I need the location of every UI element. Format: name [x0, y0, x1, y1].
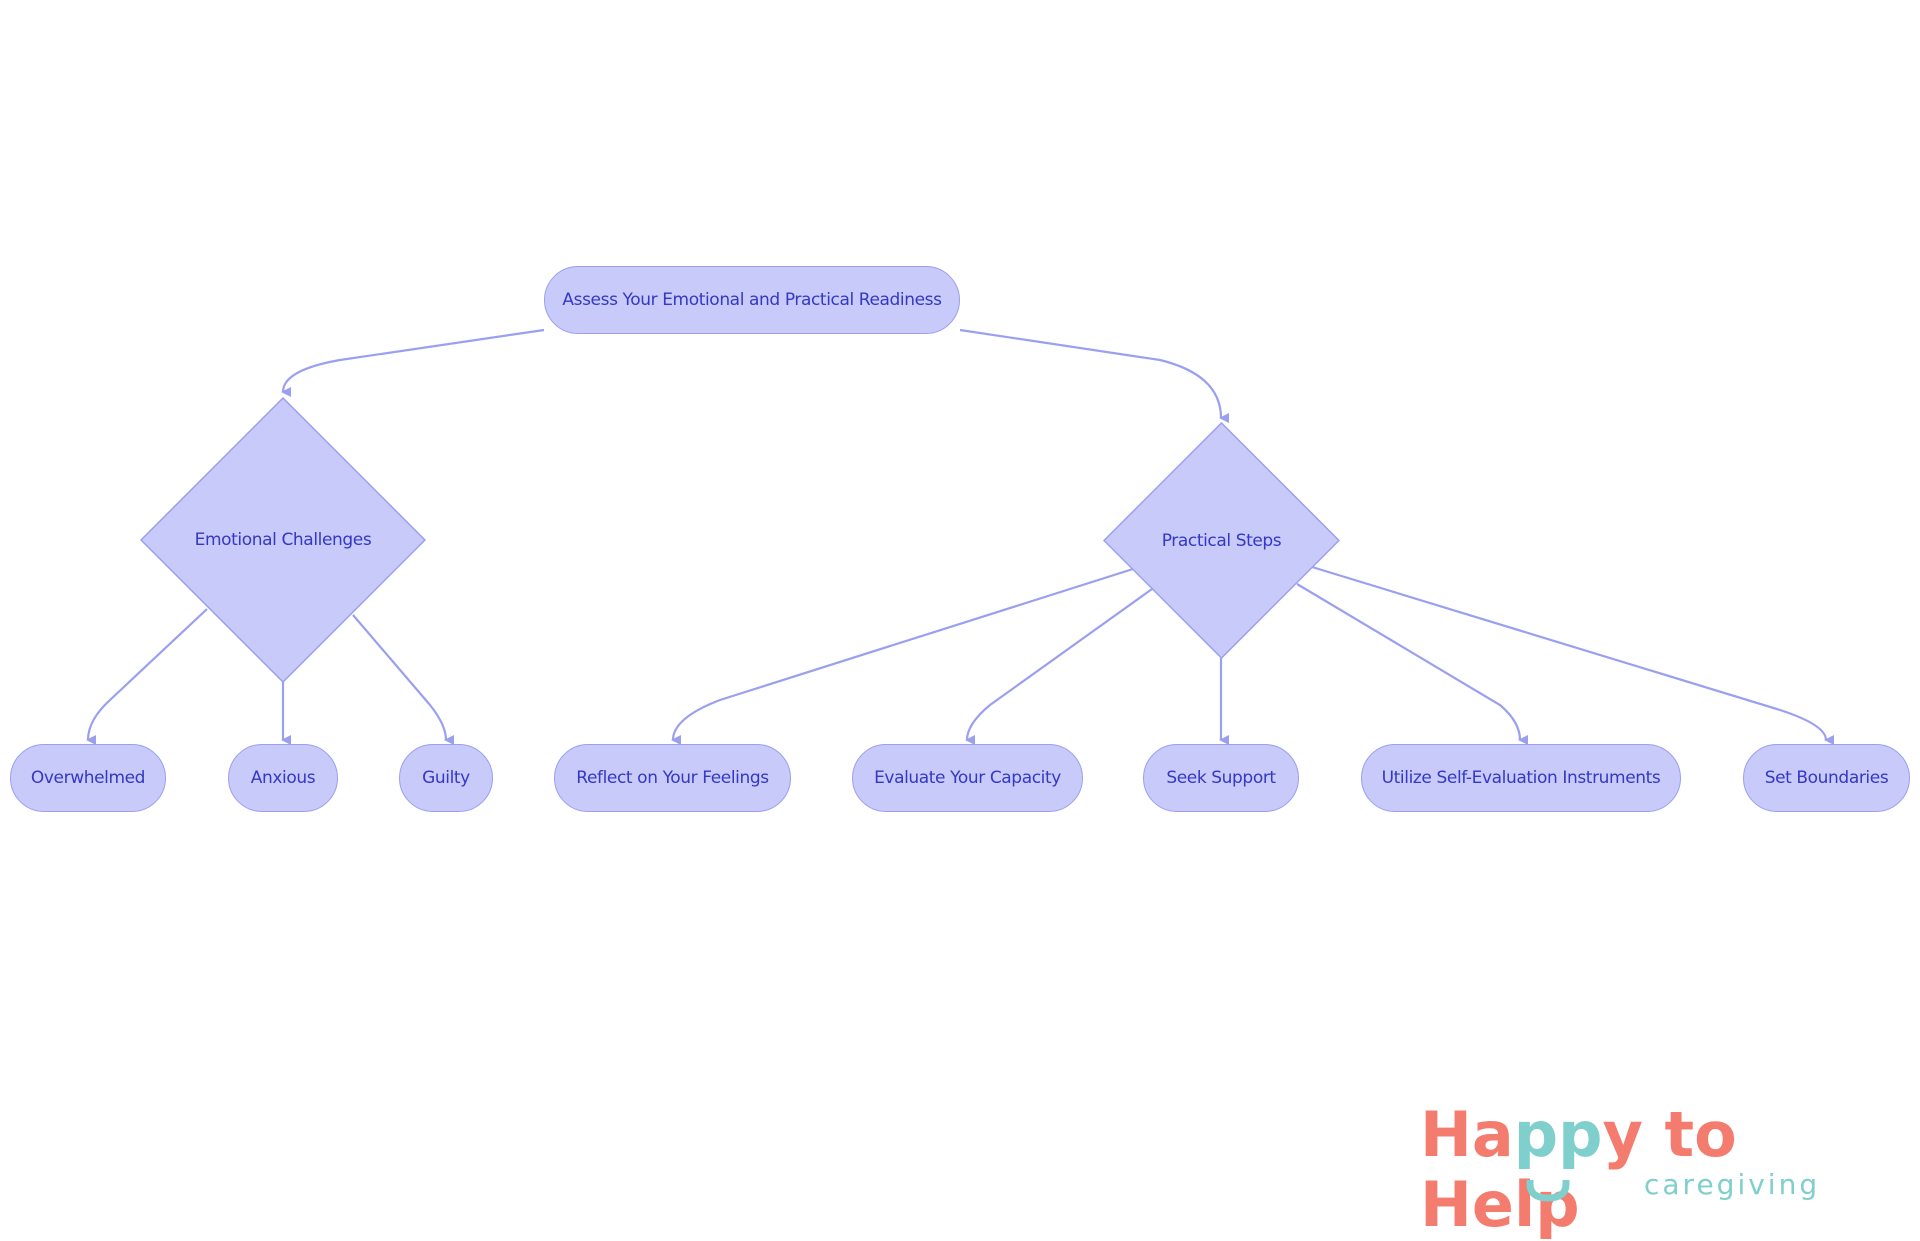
decision-emotional-label: Emotional Challenges	[194, 530, 372, 550]
leaf-label: Anxious	[250, 768, 316, 788]
leaf-label: Utilize Self-Evaluation Instruments	[1381, 768, 1661, 788]
logo-text-ha: Ha	[1420, 1098, 1514, 1171]
leaf-label: Guilty	[422, 768, 470, 788]
leaf-overwhelmed: Overwhelmed	[10, 744, 166, 812]
edge-emotional-overwhelmed	[86, 608, 208, 746]
edge-practical-utilize	[1296, 583, 1529, 745]
diamond-shape	[1103, 422, 1340, 659]
leaf-reflect-on-your-feelings: Reflect on Your Feelings	[554, 744, 791, 812]
decision-emotional-challenges: Emotional Challenges	[140, 397, 426, 683]
smile-icon	[1526, 1180, 1570, 1202]
leaf-guilty: Guilty	[399, 744, 493, 812]
logo-tagline: caregiving	[1644, 1168, 1821, 1201]
edge-practical-evaluate	[965, 588, 1153, 746]
leaf-label: Overwhelmed	[30, 768, 146, 788]
leaf-anxious: Anxious	[228, 744, 338, 812]
leaf-label: Seek Support	[1166, 768, 1276, 788]
leaf-utilize-self-evaluation-instruments: Utilize Self-Evaluation Instruments	[1361, 744, 1681, 812]
edge-root-emotional	[281, 328, 545, 398]
decision-practical-label: Practical Steps	[1161, 530, 1282, 551]
edge-practical-boundaries	[1311, 565, 1835, 745]
decision-practical-steps: Practical Steps	[1103, 422, 1340, 659]
edge-root-practical	[959, 328, 1230, 423]
leaf-label: Set Boundaries	[1764, 768, 1889, 788]
leaf-seek-support: Seek Support	[1143, 744, 1299, 812]
edge-emotional-guilty	[352, 614, 455, 745]
leaf-label: Reflect on Your Feelings	[576, 768, 769, 788]
root-node: Assess Your Emotional and Practical Read…	[544, 266, 960, 334]
logo-text-pp: pp	[1513, 1098, 1603, 1171]
root-node-label: Assess Your Emotional and Practical Read…	[562, 290, 942, 310]
leaf-label: Evaluate Your Capacity	[874, 768, 1061, 788]
diagram-edges	[86, 328, 1835, 746]
leaf-evaluate-your-capacity: Evaluate Your Capacity	[852, 744, 1083, 812]
happy-to-help-logo: Happy to Help caregiving	[1420, 1098, 1890, 1240]
leaf-set-boundaries: Set Boundaries	[1743, 744, 1910, 812]
edge-practical-reflect	[671, 567, 1134, 746]
diamond-shape	[140, 397, 426, 683]
